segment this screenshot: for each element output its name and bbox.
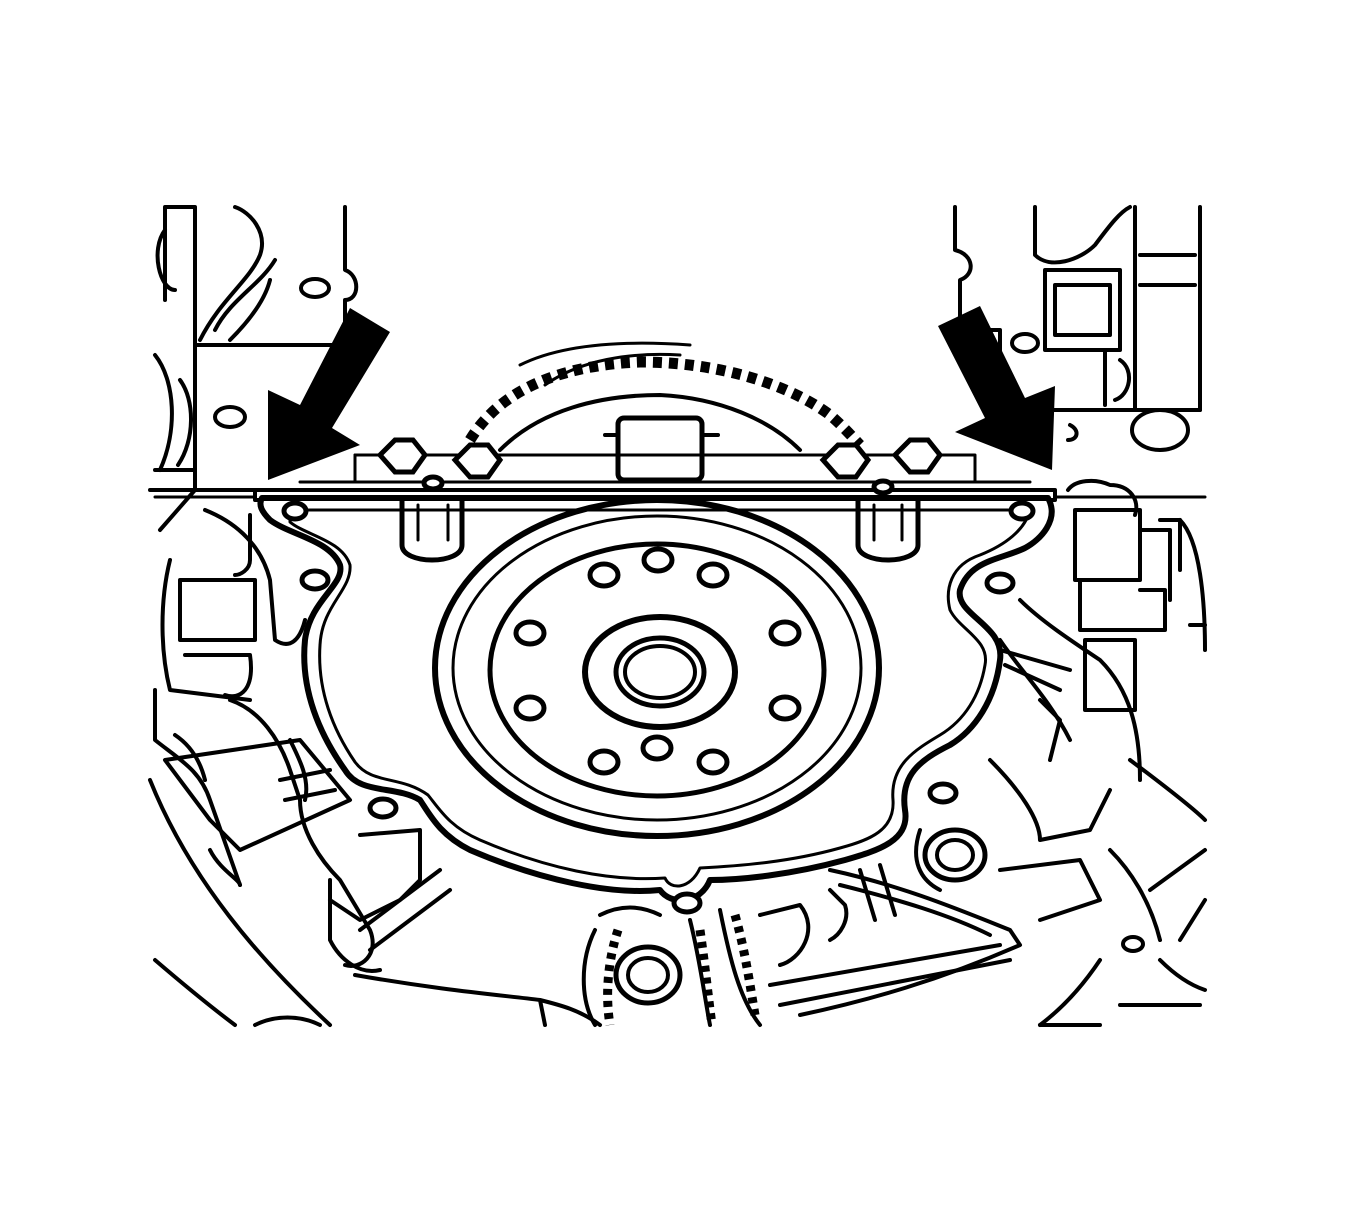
bolt-circle — [487, 541, 827, 799]
hole-top-left — [281, 500, 309, 522]
hole-left — [299, 568, 331, 592]
bolt-head-2 — [451, 442, 504, 480]
flange-outer-ring-inner — [451, 514, 863, 822]
flange-bolts — [376, 437, 944, 496]
pickup-tube-dashes — [603, 913, 760, 1026]
gear-teeth — [465, 356, 864, 449]
oil-pickup-port — [613, 944, 683, 1006]
timing-gear — [465, 341, 864, 483]
seal-housing-inner — [288, 508, 1032, 888]
callout-arrows — [268, 306, 1055, 480]
housing-bolt-holes — [281, 500, 1036, 915]
gear-hub-key — [615, 415, 705, 483]
crankshaft-flange — [432, 497, 882, 839]
flange-outer-ring — [432, 497, 882, 839]
hole-lower-right — [927, 781, 959, 805]
right-arrow — [938, 306, 1055, 470]
bolt-head-3 — [819, 442, 872, 480]
engine-block-left-column — [148, 205, 359, 532]
hole-right — [984, 571, 1016, 595]
lower-right-components — [914, 478, 1207, 1027]
lower-center-components — [538, 863, 1022, 1027]
left-arrow — [268, 308, 390, 480]
lower-left-components — [148, 508, 547, 1027]
pilot-outer — [582, 614, 738, 730]
bolt-head-4 — [891, 437, 944, 475]
bolt-head-1 — [376, 437, 429, 475]
hole-lower-left — [367, 796, 399, 820]
pilot-middle — [613, 635, 707, 709]
flange-bolt-holes — [513, 546, 802, 776]
drain-plug — [922, 827, 988, 883]
hole-bottom — [671, 891, 703, 915]
pilot-inner — [623, 644, 697, 700]
engine-block-right-column — [953, 205, 1202, 452]
hole-top-right — [1008, 500, 1036, 522]
